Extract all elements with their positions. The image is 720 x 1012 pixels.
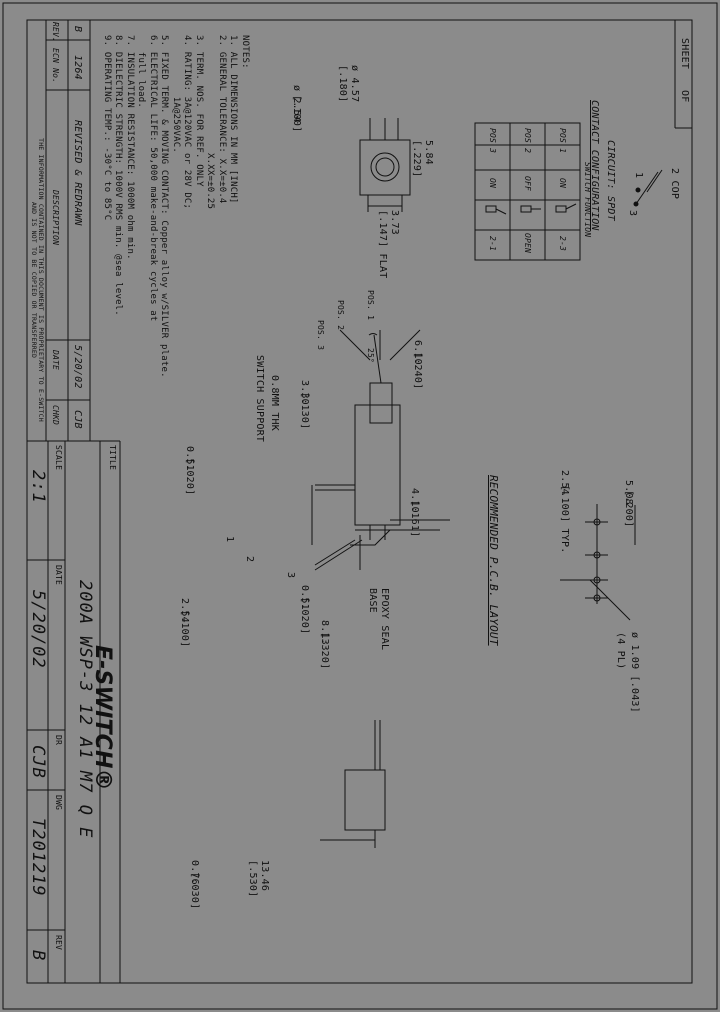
note-6b: full load. <box>136 35 147 109</box>
note-1: 1. ALL DIMENSIONS IN MM [INCH] <box>228 35 239 204</box>
scale-value: 2:1 <box>28 470 48 504</box>
circuit-title: CIRCUIT: SPDT <box>605 140 616 221</box>
top-view <box>359 118 411 212</box>
switch-function-table-lines <box>474 122 581 261</box>
pins-pos3: 2-1 <box>488 236 497 252</box>
rev-value: B <box>28 950 48 962</box>
note-3: 3. TERM. NOS. FOR REF. ONLY <box>194 35 204 187</box>
notes-title: NOTES: <box>240 35 250 69</box>
switch-function-caption: SWITCH FUNCTION <box>583 162 592 238</box>
e-switch-logo: E-SWITCH® <box>90 645 115 791</box>
pcb-pitch-dim-inch: [.200] <box>623 490 634 528</box>
date-value: 5/20/02 <box>28 590 48 669</box>
lead-3-label: 3 <box>285 572 296 579</box>
pins-pos2: OPEN <box>523 233 532 254</box>
circuit-pin3-label: 3 <box>627 210 638 217</box>
pos1-label: POS. 1 <box>366 290 375 321</box>
pins-pos1: 2-3 <box>558 236 567 252</box>
end-view <box>320 720 386 848</box>
date-label: DATE <box>54 565 63 586</box>
base-label: BASE <box>367 588 378 613</box>
revision-header-rev: REV. <box>51 22 60 43</box>
drawing-number-label: DWG <box>54 795 63 811</box>
note-9: 9. OPERATING TEMP.: -30°C to 85°C <box>102 35 112 221</box>
sheet-of-label: OF <box>679 90 690 103</box>
epoxy-seal-label: EPOXY SEAL <box>379 588 390 651</box>
rev-label: REV <box>54 935 63 951</box>
pcb-typ-dim-inch: [.100] TYP. <box>559 485 570 554</box>
dim-457-inch: [.180] <box>337 65 348 103</box>
revision-header-checked: CHKD <box>51 405 60 426</box>
note-7: 7. INSULATION RESISTANCE: 1000M ohm min. <box>125 35 135 260</box>
header-pos1: POS 1 <box>558 128 567 154</box>
dim-410-inch: [.161] <box>409 500 420 538</box>
revision-checked: CJB <box>72 410 83 429</box>
dim-1346: 13.46 <box>259 860 270 892</box>
revision-ecn: 1264 <box>72 55 83 80</box>
dim-610-inch: [.240] <box>412 352 423 390</box>
drawn-by-value: CJB <box>28 745 48 779</box>
dim-584-inch: [.229] <box>411 140 422 178</box>
header-pos2: POS 2 <box>523 128 532 154</box>
title-label: TITLE <box>108 445 117 471</box>
state-pos1: ON <box>558 178 567 189</box>
note-2b: X.XX=±0.25 <box>205 35 216 210</box>
revision-header-date: DATE <box>51 350 60 371</box>
angle-dim: 25° <box>366 348 375 364</box>
circuit-symbol <box>633 169 663 207</box>
dim-1346-inch: [.530] <box>247 860 258 898</box>
lead-1-label: 1 <box>224 536 235 543</box>
note-6: 6. ELECTRICAL LIFE: 50,000 make-and-brea… <box>148 35 158 322</box>
circuit-cop-label: 2 COP <box>669 168 680 200</box>
header-pos3: POS 3 <box>488 128 497 154</box>
state-pos3: ON <box>488 178 497 189</box>
note-4b: 1A@250VAC. <box>171 35 181 153</box>
pos2-label: POS. 2 <box>336 300 345 331</box>
switch-support-label: SWITCH SUPPORT <box>254 355 265 443</box>
pcb-layout-title: RECOMMENDED P.C.B. LAYOUT <box>487 475 500 646</box>
pcb-layout <box>560 504 636 621</box>
dim-457: ø 4.57 <box>349 65 360 103</box>
revision-header-description: DESCRIPTION <box>51 190 60 246</box>
inner-frame <box>26 19 693 984</box>
dim-061-inch: [.020] <box>299 597 310 635</box>
dim-584: 5.84 <box>423 140 434 165</box>
dim-076-inch: [.030] <box>189 872 200 910</box>
dim-373: 3.73 <box>389 210 400 235</box>
drawn-by-label: DR <box>54 735 63 746</box>
dim-813-inch: [.320] <box>319 632 330 670</box>
sheet-label: SHEET <box>679 38 690 70</box>
dim-051-inch: [.020] <box>184 458 195 496</box>
lead-2-label: 2 <box>244 556 255 563</box>
notes-block: NOTES: 1. ALL DIMENSIONS IN MM [INCH] 2.… <box>101 35 250 378</box>
revision-header-ecn: ECN No. <box>51 48 60 84</box>
side-view <box>311 329 450 571</box>
circuit-pin1-label: 1 <box>633 172 644 179</box>
title-block-lines <box>27 440 121 983</box>
note-4: 4. RATING: 3A@120VAC or 28V DC; <box>182 35 193 210</box>
support-thickness: 0.8MM THK <box>269 375 280 431</box>
note-8: 8. DIELECTRIC STRENGTH: 1000V RMS min. @… <box>113 35 124 316</box>
revision-date: 5/20/02 <box>72 345 83 389</box>
dim-373-inch: [.147] FLAT <box>377 210 388 279</box>
proprietary-notice: THE INFORMATION CONTAINED IN THIS DOCUME… <box>30 138 45 422</box>
dim-330-inch: [.130] <box>299 392 310 430</box>
note-2: 2. GENERAL TOLERANCE: X.X=±0.4 <box>217 35 227 204</box>
revision-description: REVISED & REDRAWN <box>72 120 83 226</box>
revision-table-lines <box>45 20 91 441</box>
pcb-hole-qty: (4 PL) <box>615 632 626 670</box>
pos3-label: POS. 3 <box>316 320 325 351</box>
dim-254b-inch: [.100] <box>179 610 190 648</box>
scale-label: SCALE <box>54 445 63 471</box>
note-5: 5. FIXED TERM. & MOVING CONTACT: Copper … <box>159 35 170 378</box>
drawing-number-value: T201219 <box>28 818 48 897</box>
revision-rev: B <box>72 26 83 33</box>
dim-254-inch: [.100] <box>291 95 302 133</box>
pcb-hole-dim: ø 1.09 [.043] <box>629 632 640 713</box>
state-pos2: OFF <box>523 176 532 192</box>
